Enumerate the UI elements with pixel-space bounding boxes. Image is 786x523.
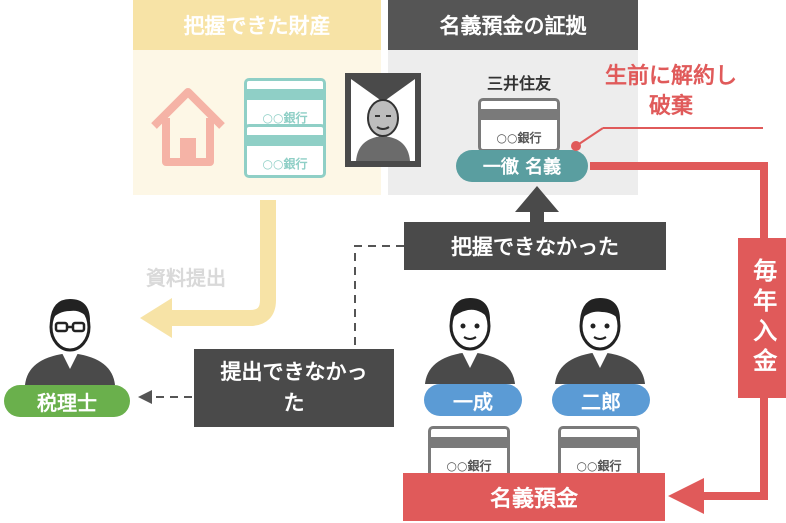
submitted-label: 資料提出 (146, 266, 226, 290)
house-icon (151, 88, 225, 166)
tax-accountant-icon (25, 299, 115, 385)
evidence-bank-card: ○○銀行 (478, 98, 560, 152)
heir-1-name-pill: 一成 (424, 384, 522, 416)
heir-1-icon (425, 298, 515, 384)
note-pointer (571, 127, 763, 151)
tax-accountant-label: 税理士 (4, 385, 130, 417)
owner-name-pill: 一徹 名義 (456, 150, 588, 182)
annual-transfer-box: 毎年入金 (738, 238, 786, 398)
evidence-bank-name: 三井住友 (486, 74, 551, 93)
known-bank-card-2: ○○銀行 (244, 124, 326, 178)
deceased-portrait-icon (345, 73, 421, 167)
heir-2-bank-card: ○○銀行 (558, 426, 640, 480)
unknown-label-box: 把握できなかった (404, 222, 666, 270)
not-submitted-box: 提出できなかった (194, 349, 394, 427)
cancelled-note: 生前に解約し破棄 (604, 64, 737, 119)
heir-2-icon (555, 298, 645, 384)
heir-1-bank-card: ○○銀行 (428, 426, 510, 480)
heir-2-name-pill: 二郎 (552, 384, 650, 416)
evidence-header: 名義預金の証拠 (388, 0, 638, 50)
known-assets-header: 把握できた財産 (133, 0, 381, 50)
nominee-deposit-banner: 名義預金 (403, 473, 665, 521)
